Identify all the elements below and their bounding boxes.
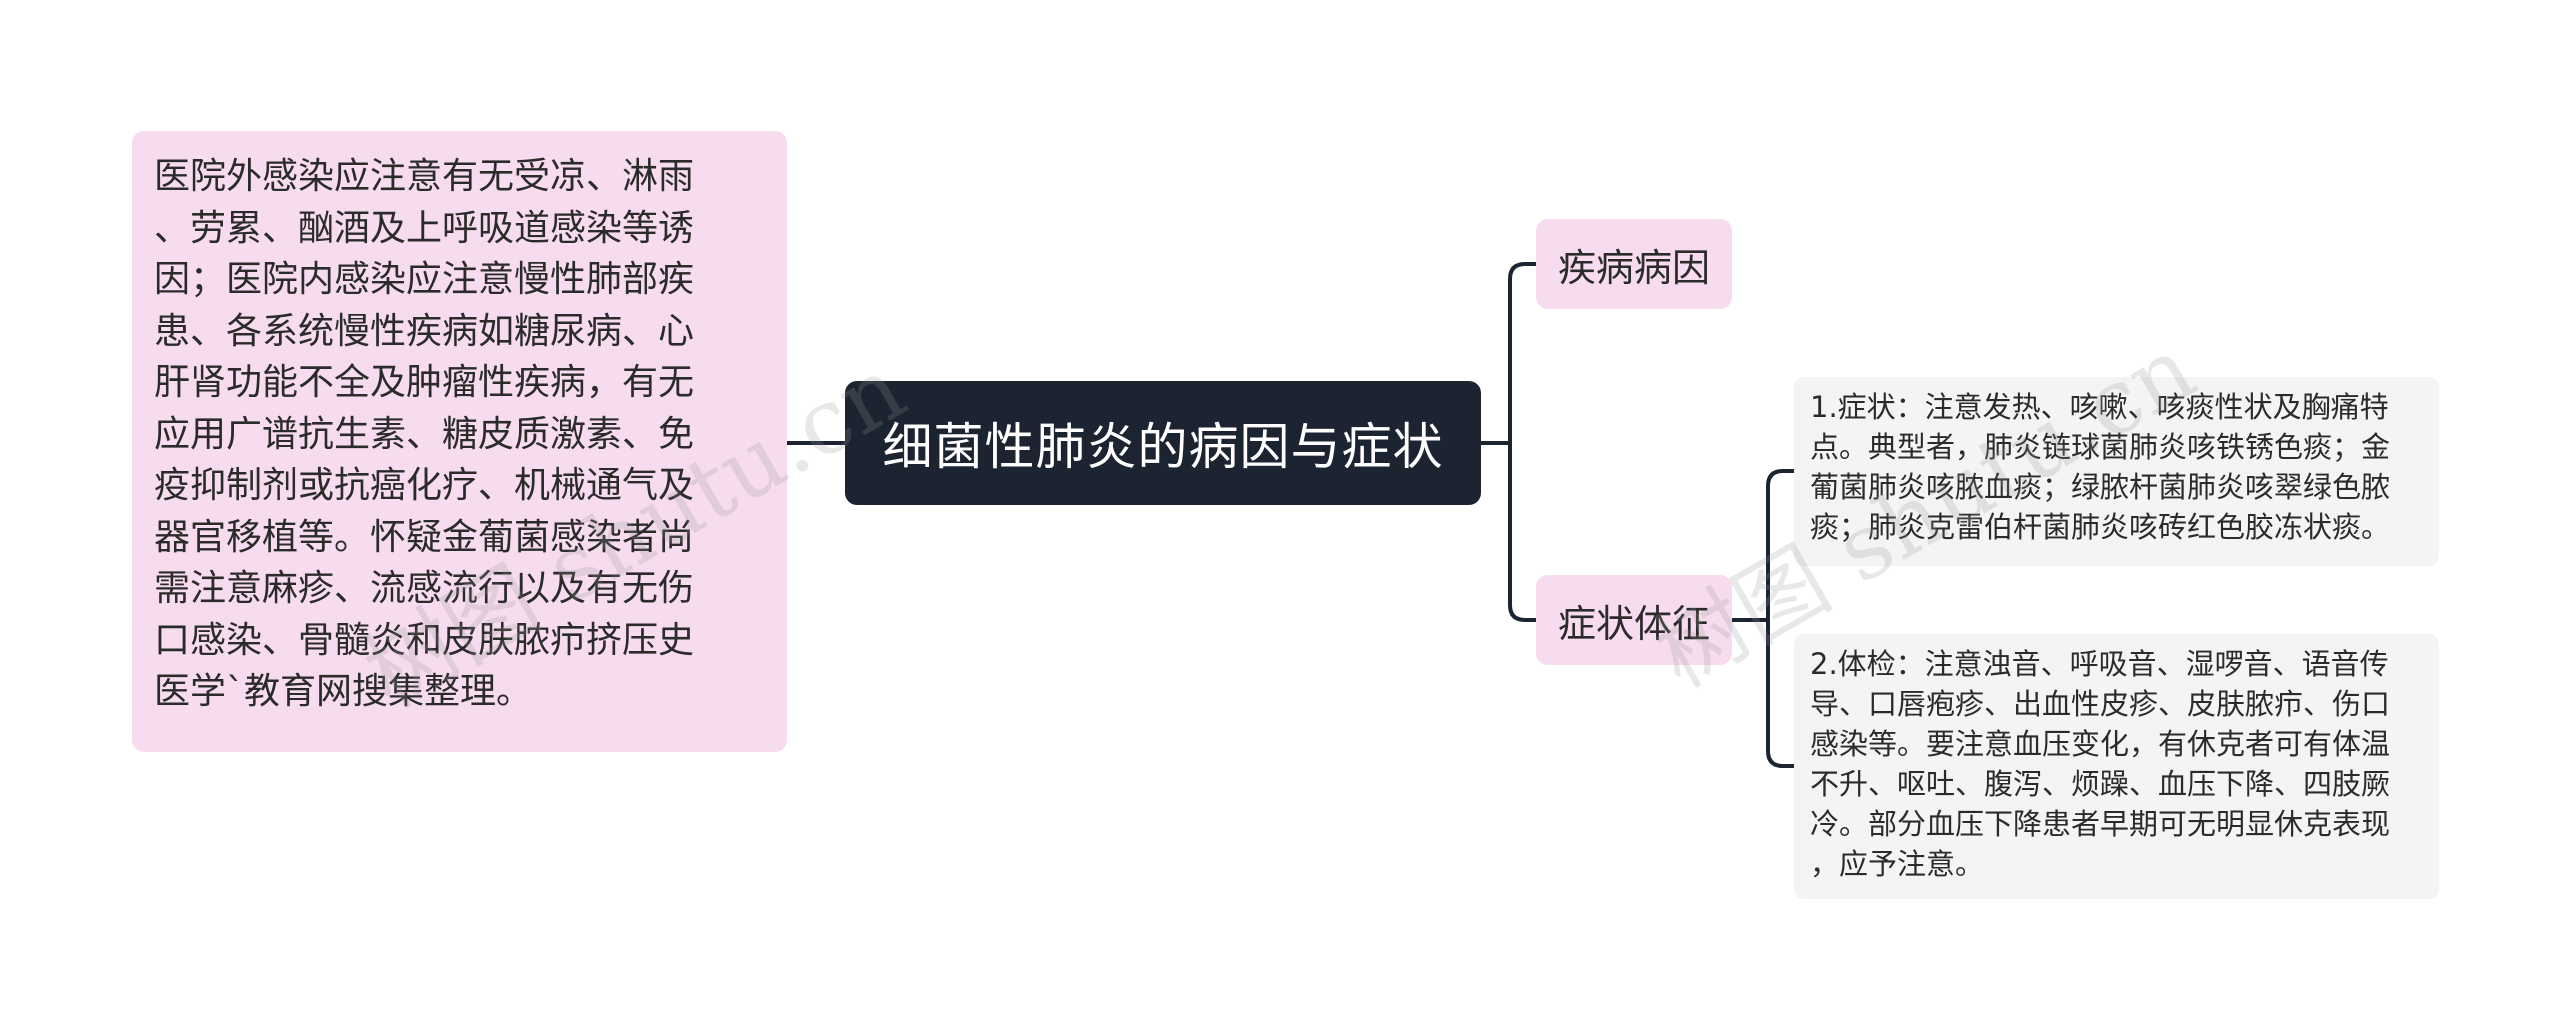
branch-disease-cause[interactable]: 疾病病因 bbox=[1536, 219, 1732, 309]
left-note-line: 、劳累、酗酒及上呼吸道感染等诱 bbox=[154, 207, 695, 249]
left-note-line: 医学`教育网搜集整理。 bbox=[154, 671, 533, 712]
left-note-line: 需注意麻疹、流感流行以及有无伤 bbox=[154, 568, 695, 609]
branch-symptoms-signs[interactable]: 症状体征 bbox=[1536, 575, 1732, 665]
left-note-line: 器官移植等。怀疑金葡菌感染者尚 bbox=[154, 516, 695, 558]
leaf-line: 1.症状：注意发热、咳嗽、咳痰性状及胸痛特 bbox=[1810, 390, 2389, 424]
left-note-line: 口感染、骨髓炎和皮肤脓疖挤压史 bbox=[154, 619, 695, 661]
leaf-line: 点。典型者，肺炎链球菌肺炎咳铁锈色痰；金 bbox=[1810, 430, 2391, 464]
left-note-line: 应用广谱抗生素、糖皮质激素、免 bbox=[154, 413, 695, 455]
left-note-line: 患、各系统慢性疾病如糖尿病、心 bbox=[154, 310, 695, 352]
connector-right-spine bbox=[1508, 262, 1536, 622]
root-node[interactable]: 细菌性肺炎的病因与症状 bbox=[845, 381, 1481, 505]
left-note-line: 医院外感染应注意有无受凉、淋雨 bbox=[154, 156, 695, 197]
connector-symptom-spine bbox=[1766, 469, 1794, 768]
leaf-line: 葡菌肺炎咳脓血痰；绿脓杆菌肺炎咳翠绿色脓 bbox=[1810, 470, 2391, 504]
leaf-line: 导、口唇疱疹、出血性皮疹、皮肤脓疖、伤口 bbox=[1810, 687, 2391, 721]
leaf-line: 冷。部分血压下降患者早期可无明显休克表现 bbox=[1810, 807, 2391, 841]
branch-cause-label: 疾病病因 bbox=[1557, 245, 1710, 290]
left-note-node[interactable]: 医院外感染应注意有无受凉、淋雨 、劳累、酗酒及上呼吸道感染等诱 因；医院内感染应… bbox=[132, 131, 787, 752]
leaf-line: 痰；肺炎克雷伯杆菌肺炎咳砖红色胶冻状痰。 bbox=[1810, 510, 2391, 544]
left-note-line: 肝肾功能不全及肿瘤性疾病，有无 bbox=[154, 362, 695, 403]
leaf-symptoms[interactable]: 1.症状：注意发热、咳嗽、咳痰性状及胸痛特 点。典型者，肺炎链球菌肺炎咳铁锈色痰… bbox=[1794, 377, 2439, 566]
left-note-line: 因；医院内感染应注意慢性肺部疾 bbox=[154, 259, 695, 300]
left-note-line: 疫抑制剂或抗癌化疗、机械通气及 bbox=[154, 465, 695, 506]
leaf-line: 不升、呕吐、腹泻、烦躁、血压下降、四肢厥 bbox=[1810, 767, 2391, 801]
leaf-physical-exam[interactable]: 2.体检：注意浊音、呼吸音、湿啰音、语音传 导、口唇疱疹、出血性皮疹、皮肤脓疖、… bbox=[1794, 634, 2439, 899]
leaf-line: 2.体检：注意浊音、呼吸音、湿啰音、语音传 bbox=[1810, 647, 2389, 681]
root-title: 细菌性肺炎的病因与症状 bbox=[882, 418, 1444, 476]
branch-symptom-label: 症状体征 bbox=[1557, 601, 1710, 646]
leaf-line: ，应予注意。 bbox=[1810, 847, 1985, 881]
leaf-line: 感染等。要注意血压变化，有休克者可有体温 bbox=[1810, 727, 2391, 761]
